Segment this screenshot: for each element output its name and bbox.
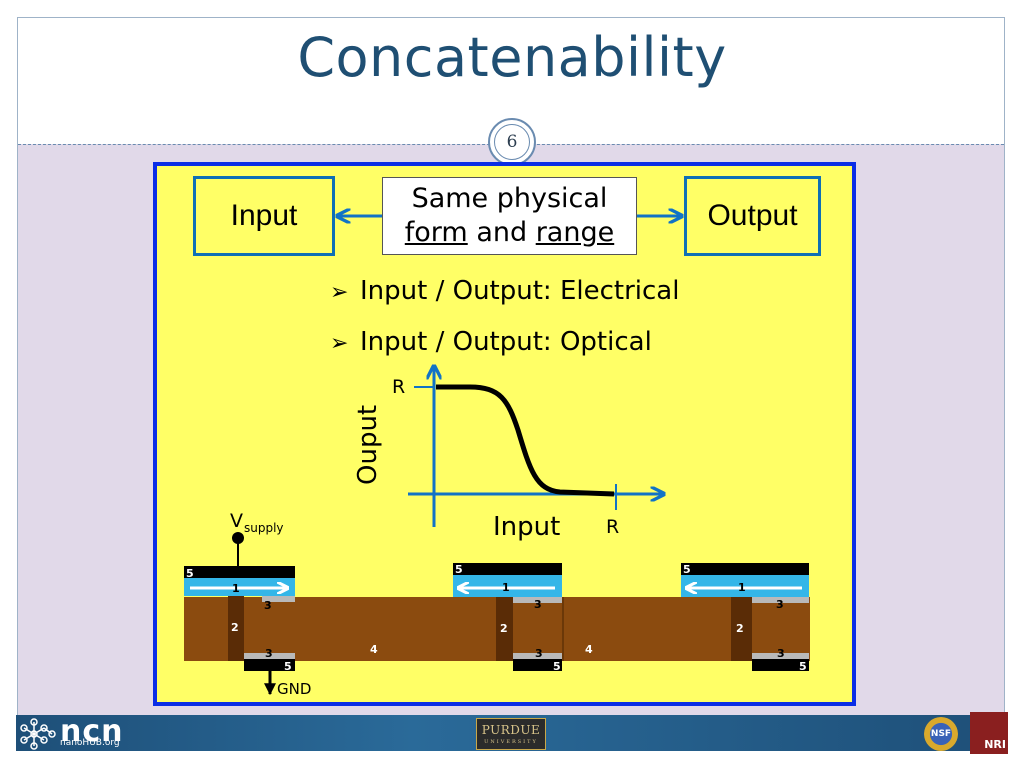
purdue-university: UNIVERSITY [484, 739, 538, 745]
svg-text:5: 5 [455, 563, 463, 576]
range-word: range [535, 217, 615, 248]
svg-text:5: 5 [553, 660, 561, 673]
svg-text:3: 3 [265, 647, 273, 660]
top-contact-2 [453, 563, 562, 575]
bullet-arrow-icon: ➢ [330, 331, 349, 356]
transfer-curve [436, 384, 615, 497]
svg-text:2: 2 [736, 622, 744, 635]
spacer-top-1 [262, 596, 295, 602]
svg-text:2: 2 [500, 622, 508, 635]
svg-text:4: 4 [585, 643, 593, 656]
gate-2 [496, 597, 513, 661]
purdue-logo: PURDUE UNIVERSITY [476, 718, 546, 750]
svg-text:5: 5 [284, 660, 292, 673]
svg-text:5: 5 [799, 660, 807, 673]
bottom-contact-3 [752, 659, 809, 671]
bottom-contact-2 [513, 659, 562, 671]
svg-text:3: 3 [777, 647, 785, 660]
same-form-line2: form and range [383, 216, 636, 250]
spacer-top-2 [513, 597, 562, 603]
form-word: form [404, 217, 468, 248]
gate-3 [731, 597, 752, 661]
slide-number-badge: 6 [488, 118, 536, 166]
spacer-bottom-1 [244, 653, 295, 659]
layer-numbers: 5 1 3 2 4 3 5 5 1 3 2 4 3 5 5 1 3 2 3 5 [186, 563, 807, 673]
nri-logo: NRI [970, 712, 1008, 754]
purdue-name: PURDUE [481, 723, 541, 737]
svg-text:3: 3 [264, 599, 272, 612]
spacer-top-3 [752, 597, 809, 603]
spacer-bottom-2 [513, 653, 562, 659]
plot-x-axis-label: Input [493, 512, 560, 542]
same-form-range-box: Same physical form and range [382, 177, 637, 255]
nanohub-link[interactable]: nanoHUB.org [60, 738, 120, 748]
nsf-logo: NSF [924, 717, 958, 751]
bullet-electrical: ➢ Input / Output: Electrical [330, 276, 679, 306]
ground-label: GND [277, 680, 311, 698]
supply-subscript: supply [244, 521, 284, 535]
slide-title: Concatenability [297, 26, 727, 89]
input-box-label: Input [230, 199, 298, 232]
bullet-arrow-icon: ➢ [330, 280, 349, 305]
channel-2 [453, 575, 562, 597]
svg-text:3: 3 [534, 598, 542, 611]
bullet-text: Input / Output: Electrical [360, 276, 680, 306]
bullet-text: Input / Output: Optical [360, 327, 652, 357]
gate-1 [228, 596, 244, 661]
svg-text:1: 1 [232, 582, 240, 595]
svg-text:1: 1 [502, 581, 510, 594]
same-form-line1: Same physical [411, 183, 608, 214]
top-contact-1 [184, 566, 295, 578]
top-contact-3 [681, 563, 809, 575]
device-2-edge [562, 597, 564, 661]
svg-text:3: 3 [776, 598, 784, 611]
output-box-label: Output [707, 199, 798, 232]
output-box: Output [684, 176, 821, 256]
ncn-logo-text: ncn [60, 714, 124, 749]
svg-text:4: 4 [370, 643, 378, 656]
bullet-optical: ➢ Input / Output: Optical [330, 327, 652, 357]
slide-number: 6 [494, 124, 530, 160]
spacer-bottom-3 [752, 653, 809, 659]
plot-y-axis-label: Ouput [353, 405, 383, 485]
svg-text:3: 3 [535, 647, 543, 660]
plot-x-tick-label: R [606, 516, 619, 538]
svg-text:5: 5 [683, 563, 691, 576]
plot-y-tick-label: R [392, 376, 405, 398]
supply-label: V [230, 510, 243, 532]
input-box: Input [193, 176, 335, 256]
channel-3 [681, 575, 809, 597]
bottom-contact-1 [244, 659, 295, 671]
svg-text:5: 5 [186, 567, 194, 580]
svg-text:1: 1 [738, 581, 746, 594]
and-word: and [467, 217, 536, 248]
svg-text:2: 2 [231, 621, 239, 634]
